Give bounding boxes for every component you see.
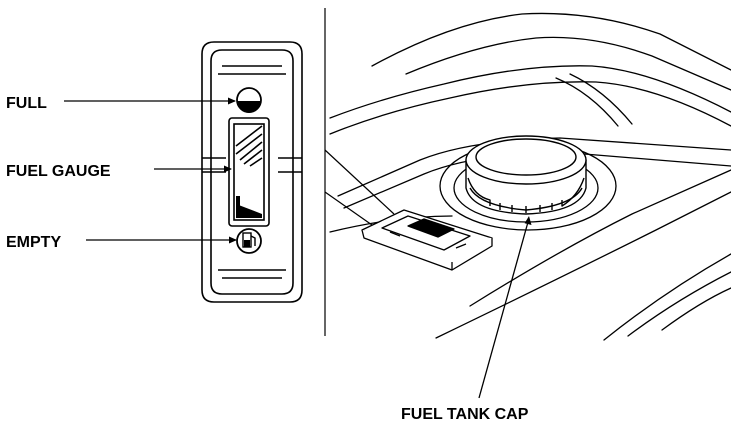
callout-lines [324,149,395,226]
fuel-gauge-window [228,117,270,227]
half-filled-circle-icon [236,87,262,113]
fuel-pump-icon [236,228,262,254]
gauge-housing-outer [201,41,303,303]
gauge-closeup [201,41,303,303]
label-fuel-gauge: FUEL GAUGE [6,163,111,180]
fuel-level-indicator [236,204,262,218]
fuel-tank-cap [465,135,587,215]
label-empty: EMPTY [6,234,61,251]
label-full: FULL [6,95,47,112]
arrowheads-left [224,97,237,244]
leader-lines-left [64,100,236,241]
fuel-tank-cap-arrowhead [524,216,532,225]
label-fuel-tank-cap: FUEL TANK CAP [401,406,529,423]
gauge-housing-inner [210,49,294,295]
fuel-tank-cap-leader-line [478,221,529,399]
tank-mounted-gauge [361,209,493,271]
